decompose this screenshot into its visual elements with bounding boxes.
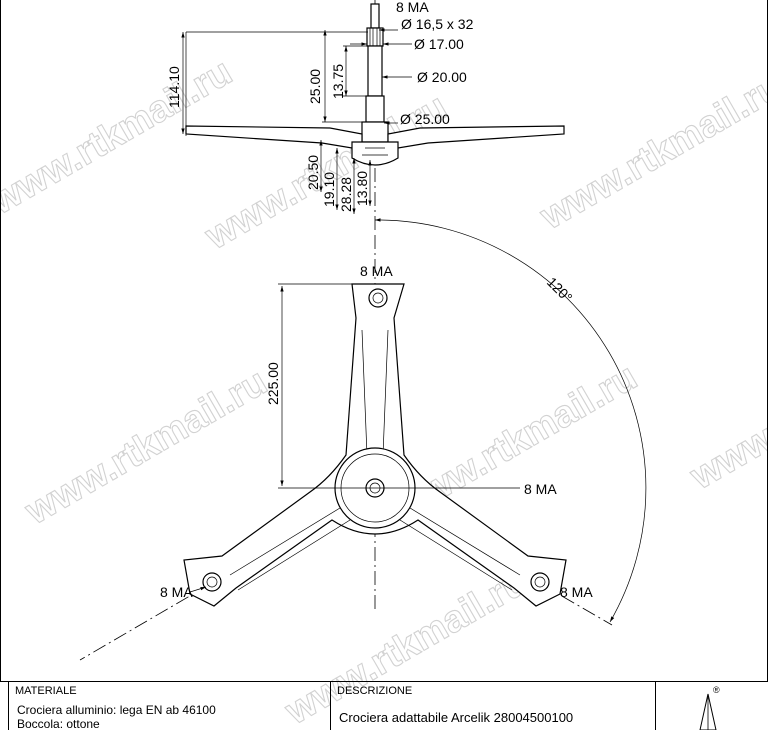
watermark-text: www.rtkmail.ru bbox=[18, 361, 275, 533]
watermark-text: www.rtkmail.ru bbox=[533, 66, 768, 238]
dim-25: 25.00 bbox=[307, 69, 323, 104]
hub-boss bbox=[351, 141, 399, 166]
right-hole bbox=[530, 572, 550, 592]
label-dia-17: Ø 17.00 bbox=[414, 36, 464, 52]
label-hole-right: 8 MA bbox=[560, 584, 593, 600]
description-label: DESCRIZIONE bbox=[337, 685, 413, 697]
label-dia-25: Ø 25.00 bbox=[400, 111, 450, 127]
arm-profile-right bbox=[387, 125, 565, 149]
material-line-1: Crociera alluminio: lega EN ab 46100 bbox=[17, 703, 216, 717]
dim-114: 114.10 bbox=[166, 66, 182, 108]
dim-2828: 28.28 bbox=[338, 177, 354, 212]
top-hole bbox=[368, 288, 388, 308]
logo-cell: ® bbox=[656, 682, 768, 731]
label-angle: 120° bbox=[544, 274, 576, 306]
description-text: Crociera adattabile Arcelik 28004500100 bbox=[339, 710, 574, 725]
material-label: MATERIALE bbox=[15, 685, 77, 697]
dim-1375: 13.75 bbox=[330, 64, 346, 99]
arm-profile bbox=[185, 125, 363, 149]
material-cell: MATERIALE Crociera alluminio: lega EN ab… bbox=[8, 682, 331, 731]
watermark-text: www.rtkmail.ru bbox=[0, 51, 239, 223]
material-line-2: Boccola: ottone bbox=[17, 717, 100, 731]
spline-section bbox=[366, 27, 384, 47]
label-dia-20: Ø 20.00 bbox=[417, 69, 467, 85]
label-hole-left: 8 MA bbox=[160, 584, 193, 600]
dim-2050: 20.50 bbox=[305, 155, 321, 190]
title-block: MATERIALE Crociera alluminio: lega EN ab… bbox=[0, 681, 768, 731]
shaft bbox=[367, 45, 383, 97]
label-hole-top: 8 MA bbox=[360, 263, 393, 279]
dim-1910: 19.10 bbox=[321, 172, 337, 207]
label-hole-center: 8 MA bbox=[524, 481, 557, 497]
watermark-text: www.rtkmail.ru bbox=[683, 326, 768, 498]
description-cell: DESCRIZIONE Crociera adattabile Arcelik … bbox=[331, 682, 656, 730]
side-view: 114.10 25.00 13.75 8 MA Ø 16,5 x 32 Ø 17… bbox=[166, 0, 565, 230]
dim-225: 225.00 bbox=[265, 362, 281, 405]
left-hole bbox=[202, 572, 222, 592]
spider-body bbox=[183, 283, 567, 607]
label-spline-dia: Ø 16,5 x 32 bbox=[401, 16, 474, 32]
registered-mark: ® bbox=[713, 685, 720, 695]
angle-arc bbox=[374, 218, 647, 623]
top-view: 120° 225.00 8 MA 8 MA 8 MA 8 MA bbox=[79, 218, 647, 661]
dim-1380: 13.80 bbox=[354, 171, 370, 206]
thread-stub bbox=[370, 3, 380, 29]
hub bbox=[361, 121, 389, 143]
shaft-lower bbox=[365, 95, 385, 123]
label-thread-top: 8 MA bbox=[396, 0, 429, 15]
company-logo bbox=[699, 693, 717, 731]
